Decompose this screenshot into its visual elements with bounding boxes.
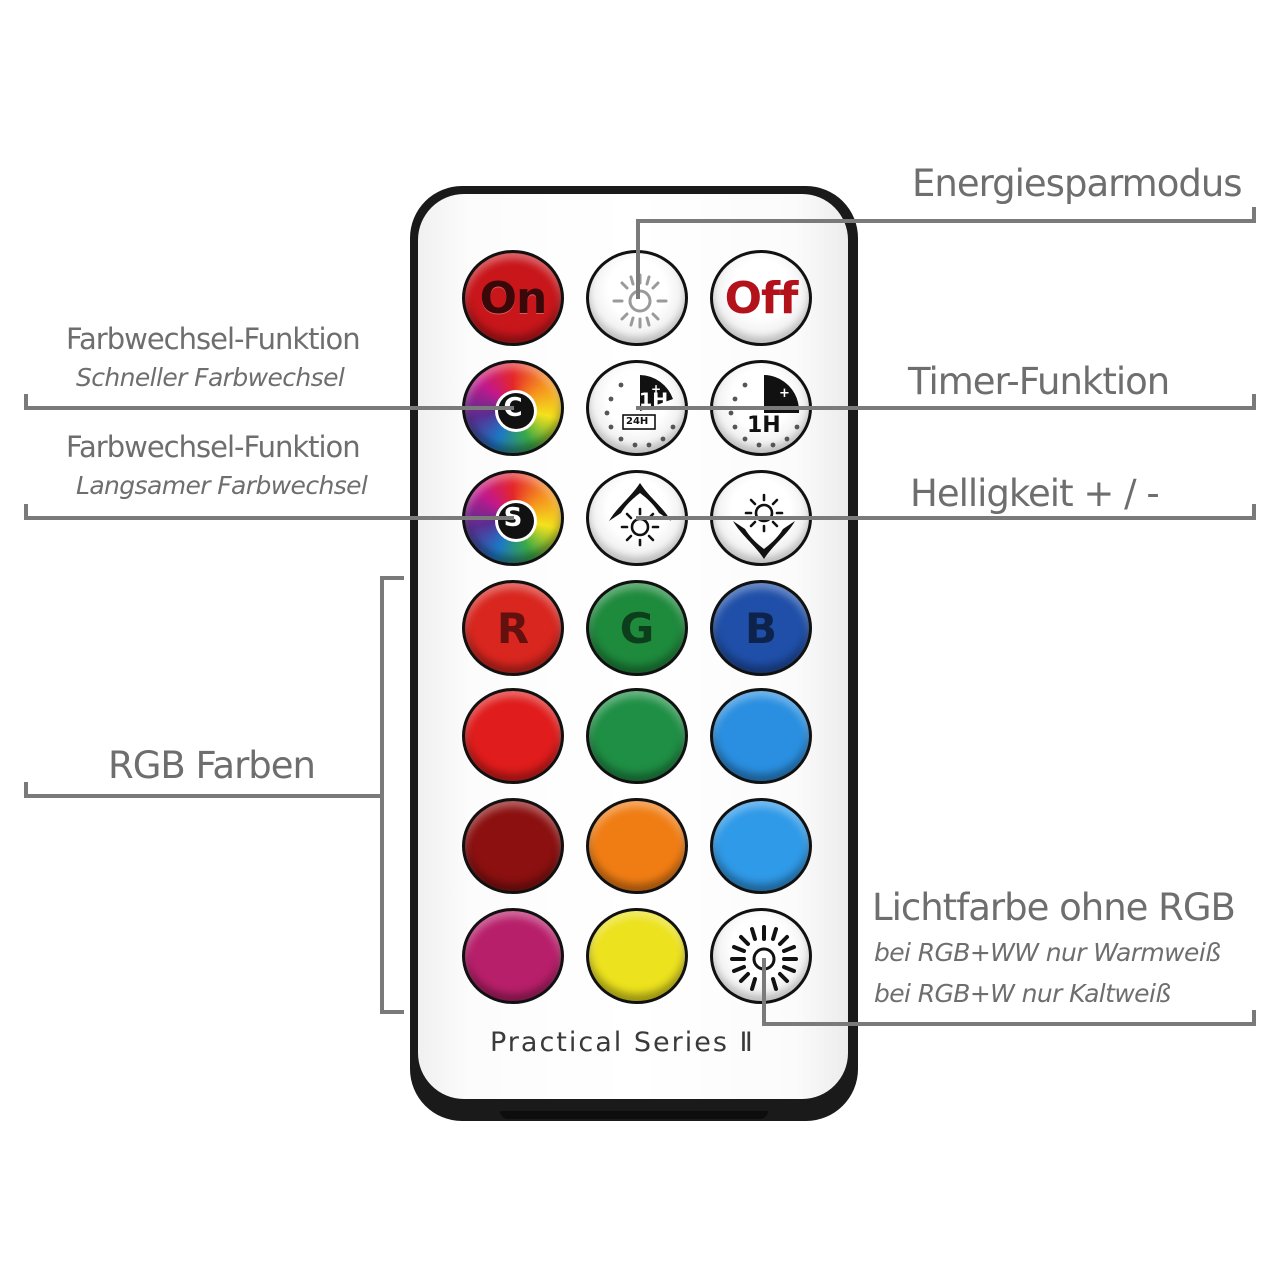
- off-button-label: Off: [724, 272, 799, 324]
- color-button-red-2[interactable]: [462, 688, 564, 784]
- color-slow-leader-end: [24, 504, 28, 520]
- white-light-button[interactable]: [710, 908, 812, 1004]
- light-color-leader-horizontal: [762, 1022, 1256, 1026]
- energy-saving-button[interactable]: [586, 250, 688, 346]
- timer-label: Timer-Funktion: [908, 360, 1170, 403]
- light-color-cold-note: bei RGB+W nur Kaltweiß: [874, 979, 1171, 1008]
- timer-leader-end: [1252, 394, 1256, 410]
- rgb-bracket-top: [380, 576, 404, 580]
- sun-dim-icon: [612, 273, 668, 329]
- color-change-slow-subtitle: Langsamer Farbwechsel: [76, 471, 368, 500]
- b-button-label: B: [744, 603, 777, 653]
- series-label: Practical Series Ⅱ: [490, 1027, 755, 1058]
- color-fast-leader-end: [24, 394, 28, 410]
- green-button[interactable]: G: [586, 580, 688, 676]
- timer-1h-label: 1H: [639, 389, 669, 411]
- rgb-leader-horizontal: [24, 794, 382, 798]
- svg-text:+: +: [651, 382, 661, 396]
- energy-saving-label: Energiesparmodus: [912, 162, 1243, 205]
- on-button-label: On: [479, 272, 548, 324]
- color-button-magenta[interactable]: [462, 908, 564, 1004]
- color-button-dark-red[interactable]: [462, 798, 564, 894]
- energy-saving-leader-vertical: [636, 221, 640, 299]
- light-color-title: Lichtfarbe ohne RGB: [872, 886, 1236, 929]
- light-color-warm-note: bei RGB+WW nur Warmweiß: [874, 938, 1221, 967]
- color-button-light-blue[interactable]: [710, 798, 812, 894]
- timer-1h-b-label: 1H: [747, 413, 781, 438]
- color-wheel-center: [498, 393, 534, 429]
- color-change-slow-title: Farbwechsel-Funktion: [66, 430, 361, 464]
- g-button-label: G: [619, 603, 655, 653]
- blue-button[interactable]: B: [710, 580, 812, 676]
- color-button-yellow[interactable]: [586, 908, 688, 1004]
- off-button[interactable]: Off: [710, 250, 812, 346]
- color-wheel-center-slow: [498, 503, 534, 539]
- color-button-orange[interactable]: [586, 798, 688, 894]
- color-fast-leader-horizontal: [24, 406, 514, 410]
- rgb-bracket-vertical: [380, 576, 384, 1014]
- timer-1h-icon: +: [728, 375, 800, 448]
- brightness-leader-end: [1252, 504, 1256, 520]
- remote-bottom-edge: [500, 1111, 768, 1119]
- brightness-up-icon: [609, 483, 671, 547]
- timer-24h-icon: +: [604, 375, 676, 448]
- red-button[interactable]: R: [462, 580, 564, 676]
- svg-text:+: +: [779, 386, 790, 401]
- rgb-leader-end: [24, 782, 28, 798]
- energy-saving-leader-horizontal: [636, 219, 1256, 223]
- timer-leader-horizontal: [636, 406, 1256, 410]
- light-color-leader-vertical: [762, 958, 766, 1026]
- color-button-blue-2[interactable]: [710, 688, 812, 784]
- color-button-green-2[interactable]: [586, 688, 688, 784]
- timer-24h-label: 24H: [626, 416, 649, 427]
- light-color-leader-end: [1252, 1010, 1256, 1026]
- rgb-bracket-bottom: [380, 1010, 404, 1014]
- energy-saving-leader-end: [1252, 207, 1256, 223]
- brightness-leader-horizontal: [636, 516, 1256, 520]
- brightness-label: Helligkeit + / -: [910, 472, 1160, 515]
- r-button-label: R: [496, 603, 530, 653]
- color-slow-leader-horizontal: [24, 516, 514, 520]
- color-change-fast-subtitle: Schneller Farbwechsel: [76, 363, 345, 392]
- rgb-colors-label: RGB Farben: [108, 744, 316, 787]
- brightness-down-icon: [733, 493, 795, 559]
- on-button[interactable]: On: [462, 250, 564, 346]
- color-change-fast-title: Farbwechsel-Funktion: [66, 322, 361, 356]
